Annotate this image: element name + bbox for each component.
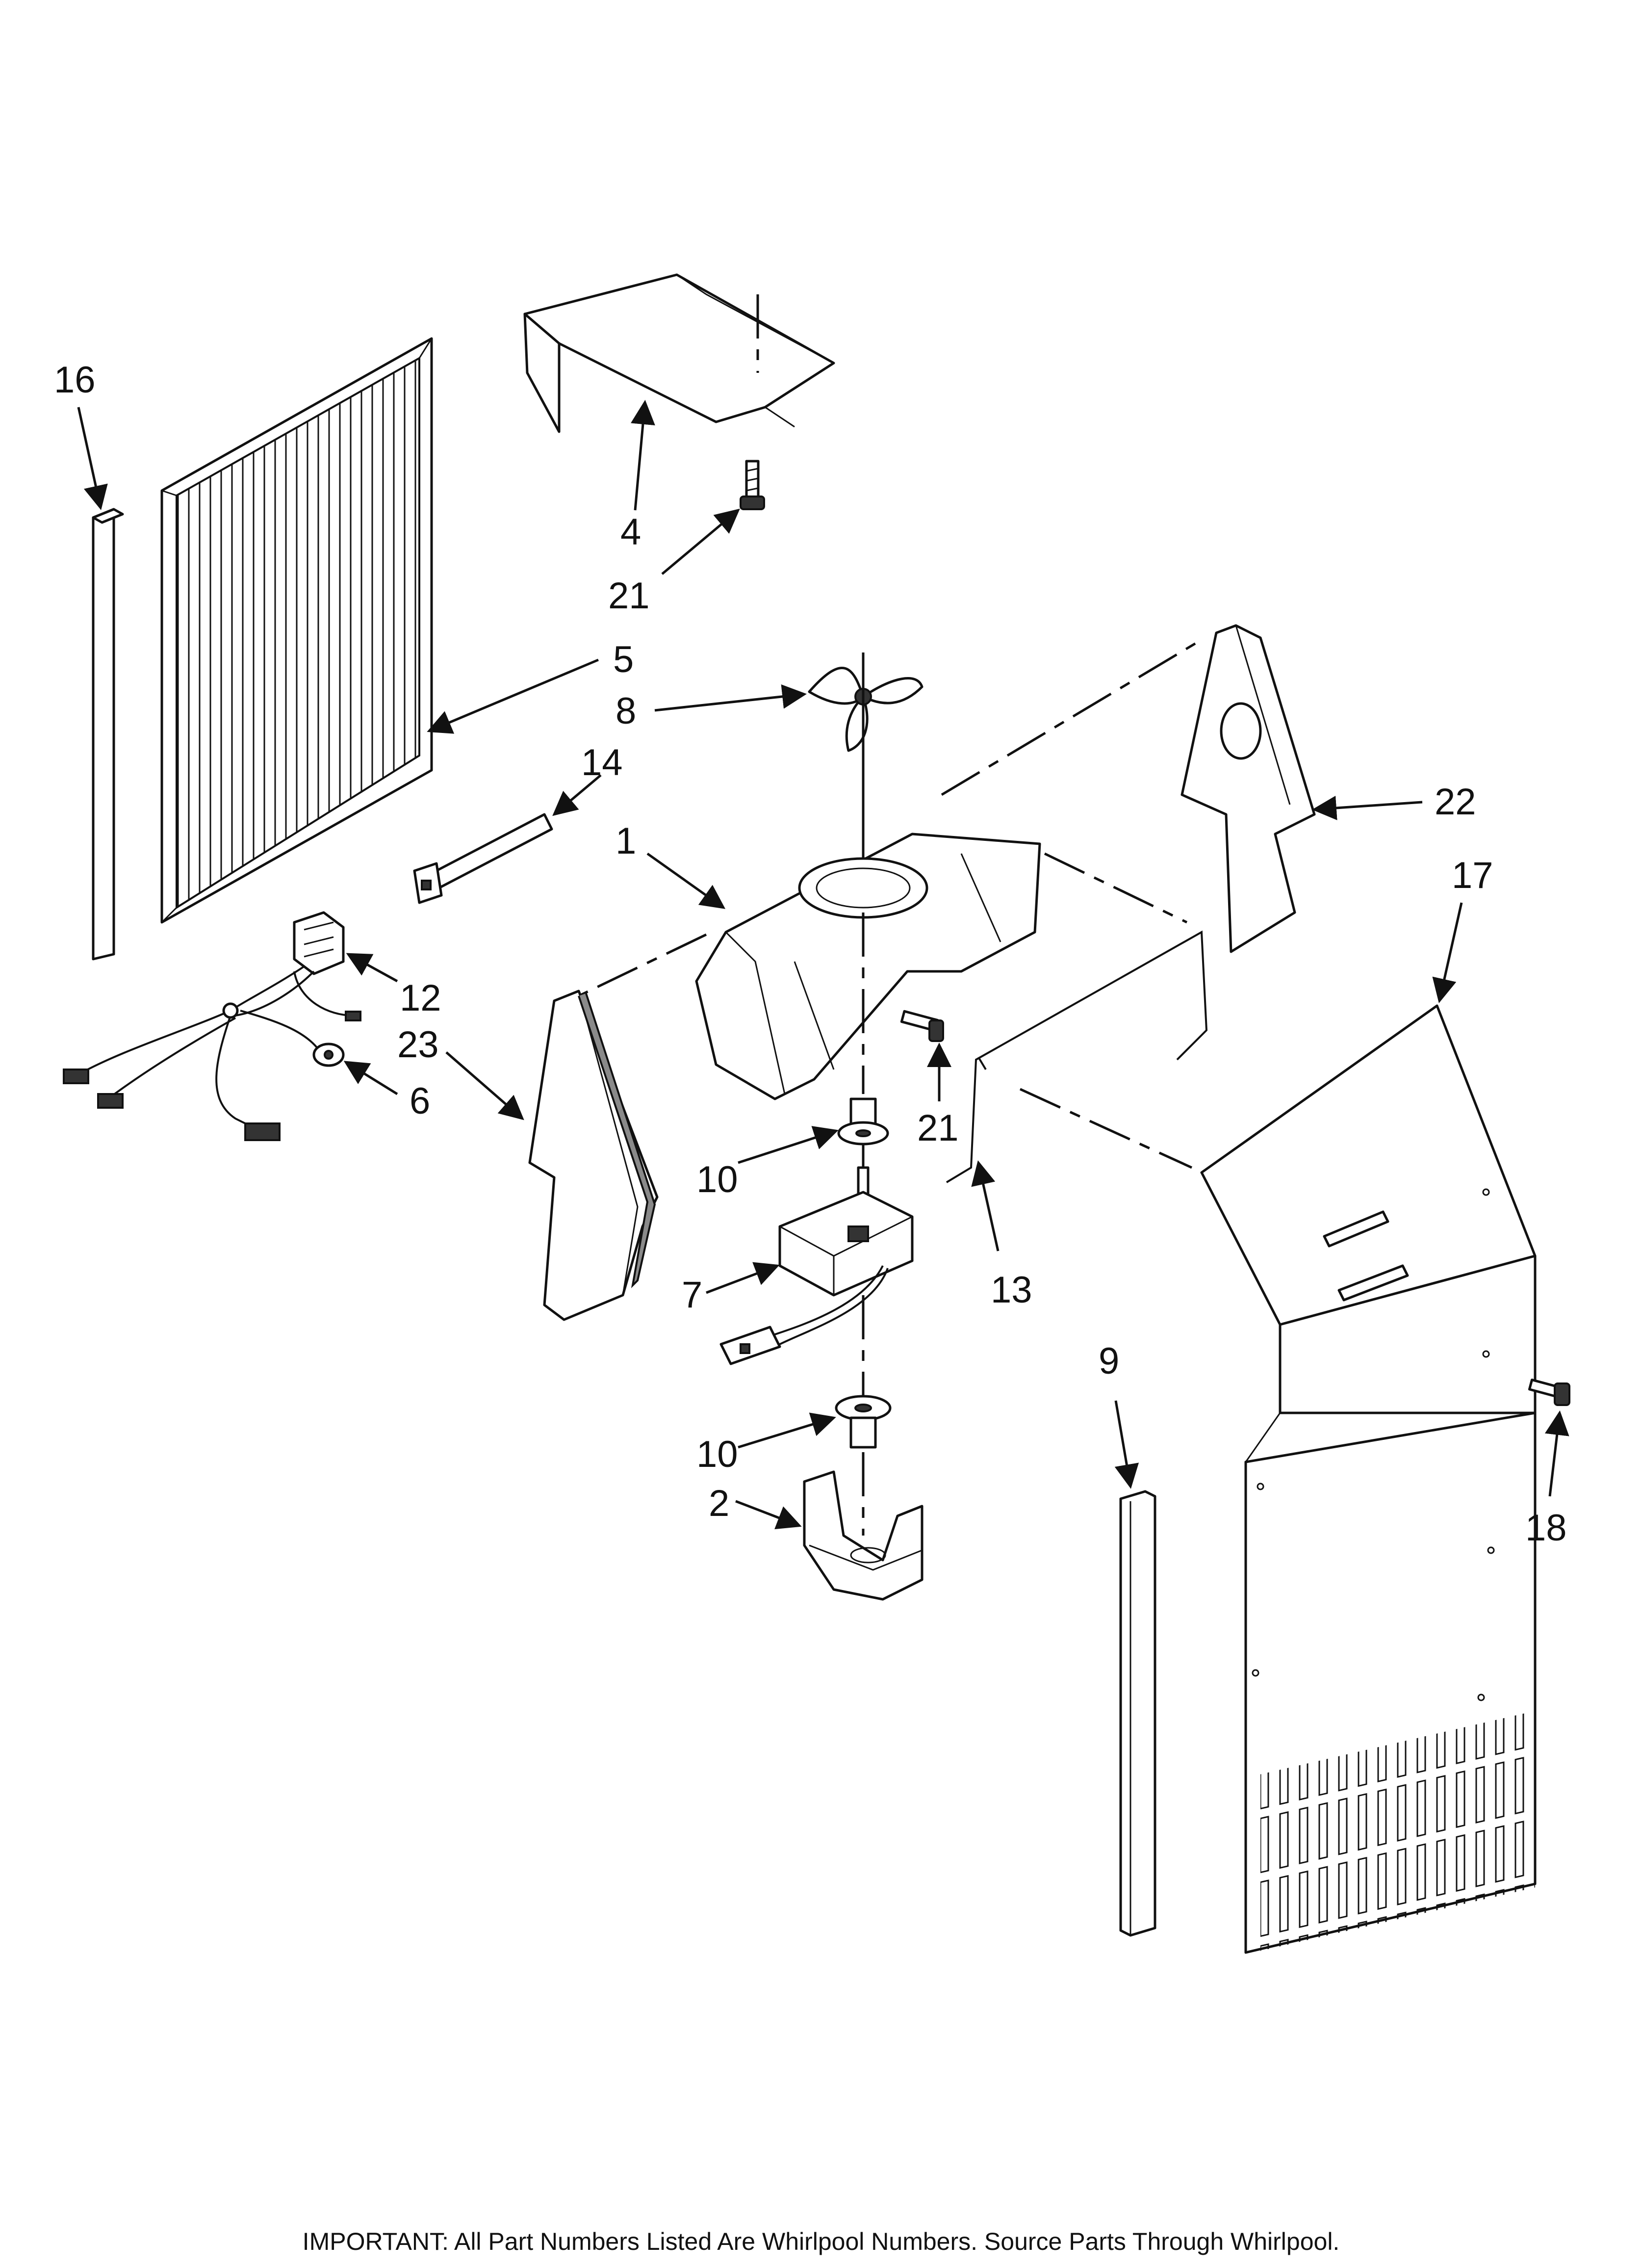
callout-12: 12: [400, 977, 441, 1019]
part-10-bushing-upper: [837, 1097, 889, 1146]
callout-8: 8: [616, 690, 636, 732]
part-13-wire-bracket: [946, 930, 1208, 1183]
part-5-coil: [160, 337, 433, 924]
leader-6: [343, 1061, 398, 1095]
callout-10-lower: 10: [696, 1434, 738, 1475]
callout-14: 14: [581, 742, 623, 783]
leader-8: [654, 684, 807, 712]
leader-12: [346, 953, 398, 983]
callout-23: 23: [397, 1024, 439, 1066]
leader-5: [427, 658, 599, 734]
leader-14: [552, 774, 602, 816]
part-21-screw-upper: [740, 460, 765, 510]
part-12-harness: [63, 911, 361, 1141]
part-14-cable-tie: [413, 813, 553, 904]
part-22-baffle: [1180, 624, 1316, 953]
leader-23: [445, 1051, 524, 1121]
callout-7: 7: [682, 1274, 702, 1316]
callout-18: 18: [1525, 1507, 1567, 1549]
leader-16: [77, 407, 108, 510]
callout-22: 22: [1435, 781, 1476, 823]
callout-10-upper: 10: [696, 1159, 738, 1200]
callout-21-upper: 21: [608, 575, 650, 617]
leader-10-lower: [738, 1412, 836, 1449]
callout-9: 9: [1099, 1340, 1119, 1382]
part-6-grommet: [312, 1043, 345, 1067]
callout-2: 2: [709, 1483, 729, 1524]
leader-21-upper: [661, 508, 740, 575]
callout-5: 5: [613, 639, 634, 680]
callout-6: 6: [410, 1080, 430, 1122]
leader-18: [1544, 1410, 1569, 1497]
part-10-bushing-lower: [835, 1395, 892, 1449]
callout-16: 16: [54, 359, 96, 401]
leader-10-upper: [738, 1126, 839, 1164]
part-1-shroud: [695, 833, 1041, 1100]
part-16-strip: [92, 508, 124, 961]
callout-1: 1: [616, 820, 636, 862]
leader-22: [1312, 795, 1423, 820]
leader-4: [631, 400, 655, 511]
part-17-cover: [1200, 1004, 1537, 1954]
leader-7: [706, 1262, 780, 1294]
callout-17: 17: [1452, 855, 1493, 896]
part-7-motor: [719, 1166, 914, 1365]
callout-21-lower: 21: [917, 1107, 959, 1149]
leader-1: [646, 852, 726, 909]
part-4-duct: [523, 273, 835, 433]
part-18-screw: [1528, 1379, 1570, 1406]
callout-4: 4: [620, 511, 641, 553]
part-8-fan-blade: [808, 667, 924, 752]
part-21-screw-lower: [900, 1010, 944, 1042]
part-2-bracket: [803, 1470, 924, 1601]
leader-17: [1432, 902, 1463, 1003]
part-23-baffle: [528, 990, 659, 1321]
leader-13: [971, 1160, 1000, 1251]
footer-note: IMPORTANT: All Part Numbers Listed Are W…: [302, 2228, 1340, 2255]
callout-13: 13: [991, 1269, 1032, 1311]
part-9-strip: [1119, 1490, 1156, 1937]
leader-9: [1114, 1400, 1139, 1489]
leader-2: [735, 1500, 802, 1530]
